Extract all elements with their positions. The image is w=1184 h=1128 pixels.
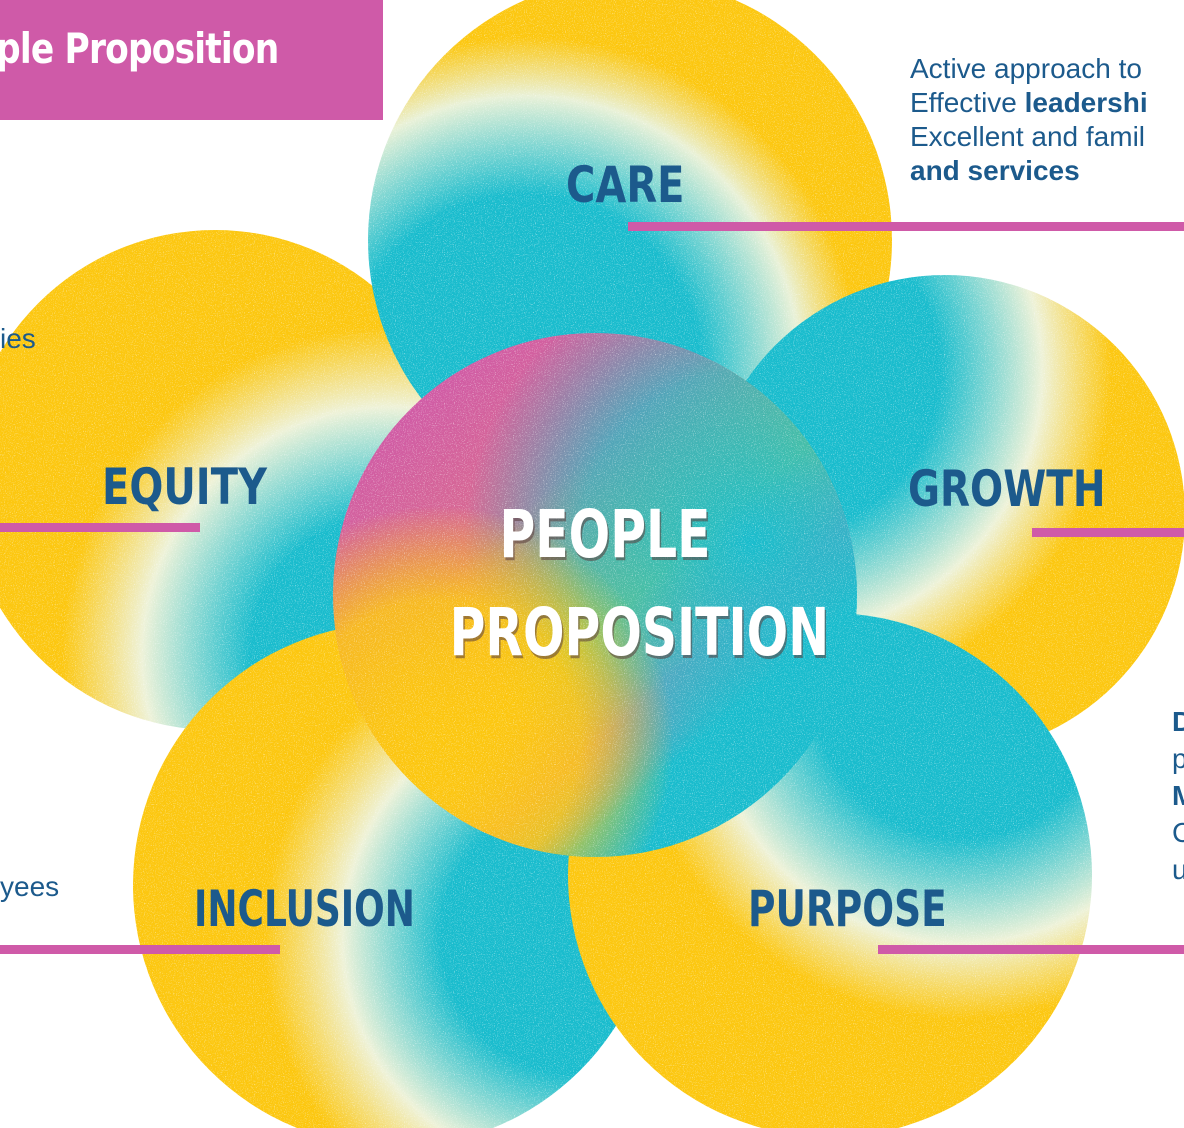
purpose-fragment-3: M (1172, 780, 1184, 811)
title-banner: ple Proposition (0, 0, 383, 120)
purpose-description-fragment: D p M C u (1172, 703, 1184, 888)
center-label: PEOPLE PROPOSITION (395, 496, 830, 672)
equity-text-fragment: ies (0, 323, 36, 354)
page-title: ple Proposition (0, 24, 279, 73)
care-line-3: Excellent and famil (910, 121, 1146, 152)
purpose-fragment-4: C (1172, 817, 1184, 848)
equity-label: EQUITY (102, 458, 267, 516)
care-label: CARE (566, 156, 685, 214)
center-label-line-1: PEOPLE (499, 496, 711, 573)
equity-connector-line (0, 523, 200, 532)
care-connector-line (628, 222, 1184, 231)
purpose-label: PURPOSE (748, 880, 947, 938)
purpose-connector-line (878, 945, 1184, 954)
care-line-4: and services (910, 155, 1080, 186)
inclusion-label: INCLUSION (194, 880, 415, 938)
center-label-line-2: PROPOSITION (449, 594, 830, 671)
growth-connector-line (1032, 528, 1184, 537)
care-line-2: Effective leadershi (910, 87, 1148, 118)
purpose-fragment-2: p (1172, 743, 1184, 774)
inclusion-connector-line (0, 945, 280, 954)
purpose-fragment-5: u (1172, 854, 1184, 885)
care-line-1: Active approach to (910, 53, 1142, 84)
inclusion-text-fragment: yees (0, 871, 60, 902)
purpose-fragment-1: D (1172, 706, 1184, 737)
care-description: Active approach to Effective leadershi E… (910, 52, 1148, 188)
growth-label: GROWTH (908, 460, 1106, 518)
